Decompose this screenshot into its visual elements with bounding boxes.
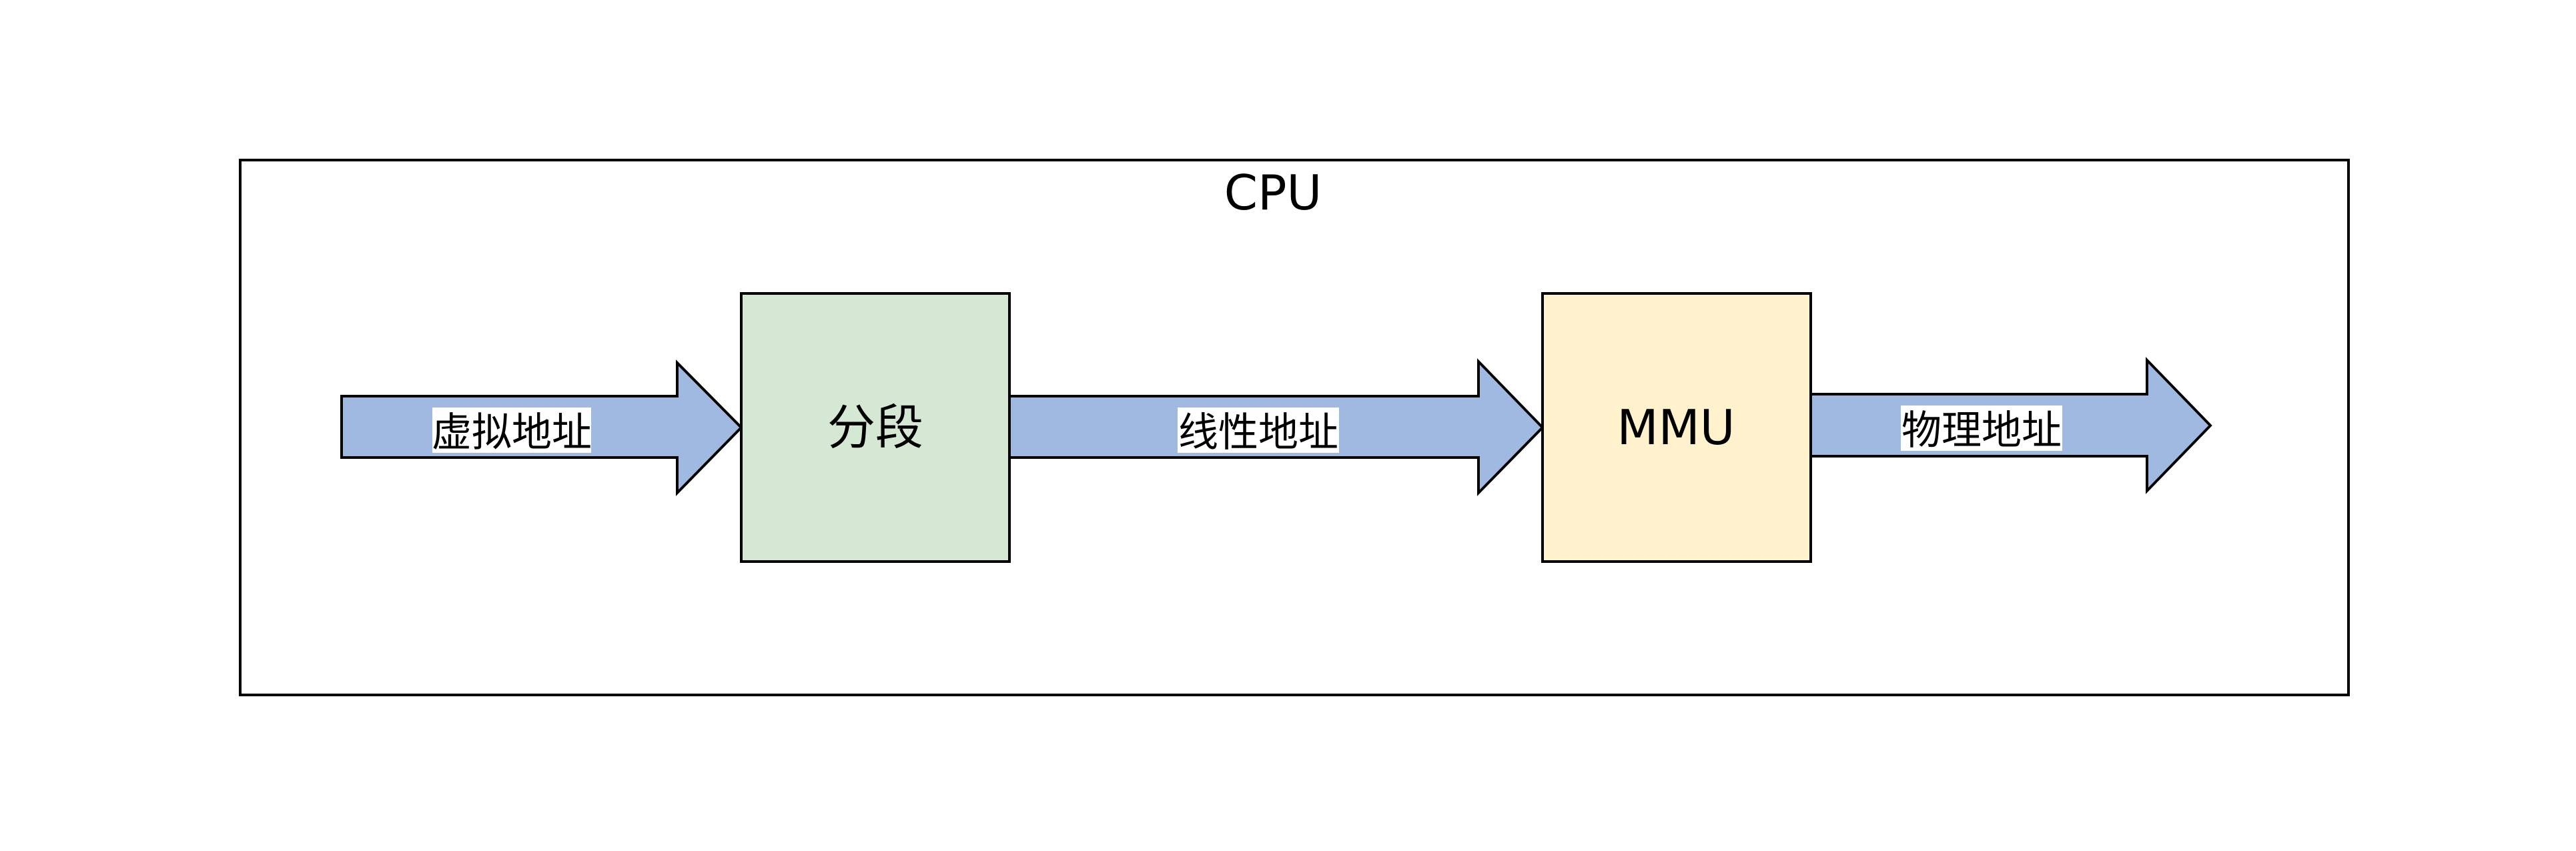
arrow-virtual-address: 虚拟地址 <box>340 359 743 496</box>
arrow-linear-address-label-bg <box>1178 407 1339 453</box>
cpu-container-title: CPU <box>1224 165 1322 221</box>
mmu-node: MMU <box>1541 292 1812 563</box>
arrow-virtual-address-label: 虚拟地址 <box>432 409 592 456</box>
arrow-linear-address: 线性地址 <box>1008 358 1545 496</box>
arrow-virtual-address-label-bg <box>432 407 591 453</box>
arrow-physical-address: 物理地址 <box>1809 357 2212 494</box>
arrow-physical-address-label-bg <box>1901 405 2062 451</box>
mmu-box <box>1541 292 1812 563</box>
segmentation-box <box>740 292 1011 563</box>
segmentation-node: 分段 <box>740 292 1011 563</box>
mmu-label: MMU <box>1617 399 1735 456</box>
segmentation-label: 分段 <box>827 399 923 456</box>
arrow-physical-address-label: 物理地址 <box>1901 407 2062 454</box>
arrow-linear-address-label: 线性地址 <box>1178 409 1338 456</box>
